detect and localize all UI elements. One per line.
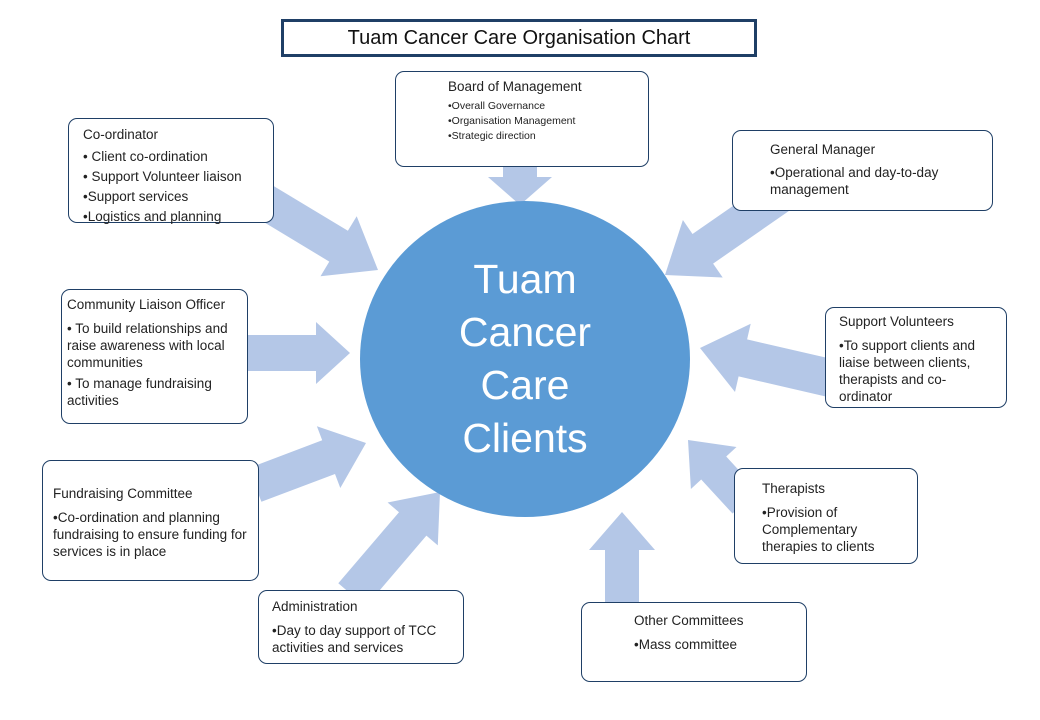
fundraising-committee-box: Fundraising Committee •Co-ordination and… [42,460,259,581]
bullet-item: • To build relationships and raise aware… [67,321,228,370]
bullet-item: • Client co-ordination [83,149,208,164]
center-label: Tuam Cancer Care Clients [459,253,591,465]
other-committees-box: Other Committees •Mass committee [581,602,807,682]
bullet-list: •To support clients and liaise between c… [839,337,998,405]
board-of-management-box: Board of Management •Overall Governance … [395,71,649,167]
arrow-coordinator [252,184,378,277]
box-heading: Fundraising Committee [53,486,193,501]
bullet-list: •Co-ordination and planning fundraising … [53,509,250,560]
bullet-item: •Co-ordination and planning fundraising … [53,510,247,559]
page-title: Tuam Cancer Care Organisation Chart [281,19,757,57]
bullet-list: •Overall Governance •Organisation Manage… [448,99,640,144]
therapists-box: Therapists •Provision of Complementary t… [734,468,918,564]
title-text: Tuam Cancer Care Organisation Chart [347,26,691,49]
box-heading: Other Committees [634,613,744,628]
support-volunteers-box: Support Volunteers •To support clients a… [825,307,1007,408]
bullet-item: •Support services [83,189,189,204]
bullet-list: • To build relationships and raise aware… [67,320,239,409]
center-line: Tuam [473,256,577,302]
bullet-list: • Client co-ordination • Support Volunte… [83,147,265,227]
bullet-list: •Day to day support of TCC activities an… [272,622,455,656]
bullet-list: •Mass committee [634,636,798,653]
bullet-item: •Organisation Management [448,115,576,127]
box-heading: Board of Management [448,79,582,94]
administration-box: Administration •Day to day support of TC… [258,590,464,664]
bullet-item: •Overall Governance [448,100,546,112]
bullet-item: • Support Volunteer liaison [83,169,242,184]
center-line: Care [480,362,570,408]
arrow-board [488,162,552,205]
general-manager-box: General Manager •Operational and day-to-… [732,130,993,211]
box-heading: Support Volunteers [839,314,954,329]
box-heading: Administration [272,599,358,614]
arrow-fundraising [248,426,366,502]
center-line: Cancer [458,309,592,355]
center-line: Clients [462,415,588,461]
bullet-item: •Strategic direction [448,130,536,142]
bullet-item: •Logistics and planning [83,209,222,224]
bullet-item: •Mass committee [634,637,737,652]
box-heading: Community Liaison Officer [67,297,226,312]
box-heading: Therapists [762,481,826,496]
arrow-support-volunteers [700,323,835,397]
bullet-item: • To manage fundraising activities [67,376,212,408]
arrow-community-liaison [242,322,350,384]
bullet-item: •Day to day support of TCC activities an… [272,623,437,655]
box-heading: General Manager [770,142,876,157]
bullet-item: •Provision of Complementary therapies to… [762,505,875,554]
community-liaison-officer-box: Community Liaison Officer • To build rel… [61,289,248,424]
arrow-other-committees [589,512,655,604]
center-circle: Tuam Cancer Care Clients [360,201,690,517]
bullet-list: •Provision of Complementary therapies to… [762,504,909,555]
bullet-item: •Operational and day-to-day management [770,165,939,197]
coordinator-box: Co-ordinator • Client co-ordination • Su… [68,118,274,224]
box-heading: Co-ordinator [83,127,159,142]
bullet-list: •Operational and day-to-day management [770,164,984,198]
bullet-item: •To support clients and liaise between c… [839,338,976,404]
arrow-administration [338,492,440,607]
